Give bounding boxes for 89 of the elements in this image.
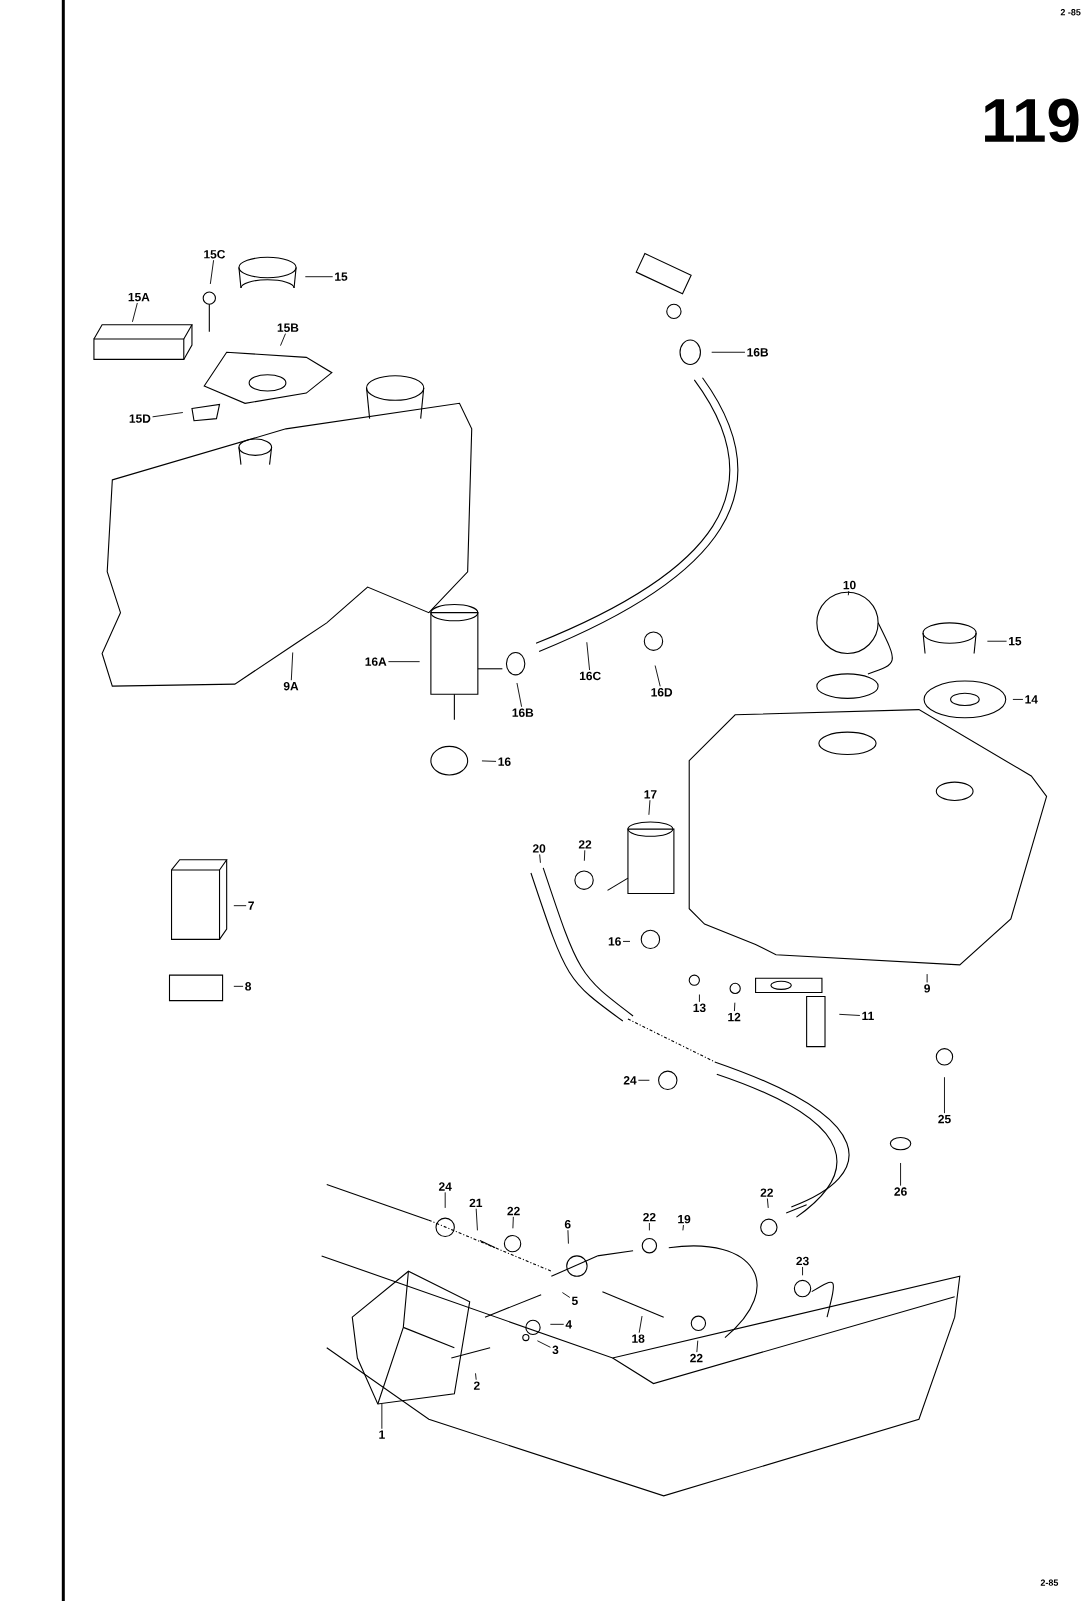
callout-number: 16 <box>608 937 621 946</box>
leader-line <box>516 682 522 708</box>
leader-line <box>838 1013 861 1016</box>
callout-number: 16 <box>498 757 511 766</box>
leader-line <box>622 940 631 942</box>
callout-number: 15D <box>129 414 151 423</box>
callout-number: 9 <box>924 984 930 993</box>
callout-number: 22 <box>642 1212 656 1222</box>
leader-line <box>209 259 214 285</box>
callout-number: 24 <box>438 1182 452 1191</box>
leader-line <box>567 1229 569 1245</box>
leader-line <box>233 985 244 987</box>
leader-line <box>698 994 700 1003</box>
callout-number: 23 <box>796 1256 809 1266</box>
callout-number: 22 <box>578 840 591 849</box>
leader-line <box>131 302 138 323</box>
callout-number: 16B <box>747 348 768 357</box>
edition-label: 2 -85 <box>1060 9 1081 16</box>
callout-number: 25 <box>938 1114 951 1124</box>
leader-line <box>586 641 590 671</box>
callout-number: 15B <box>277 323 299 332</box>
leader-line <box>638 1315 643 1334</box>
leader-line <box>549 1323 564 1325</box>
leader-line <box>290 652 293 681</box>
leader-line <box>648 799 651 816</box>
leader-line <box>387 661 420 663</box>
callout-number: 15 <box>334 272 348 281</box>
callout-number: 26 <box>894 1187 907 1196</box>
callout-number: 15A <box>128 292 150 302</box>
leader-line <box>536 1340 551 1348</box>
leader-line <box>304 276 333 278</box>
callout-number: 16B <box>512 708 533 717</box>
leader-line <box>151 412 184 418</box>
leader-line <box>943 1076 945 1114</box>
leader-line <box>682 1224 684 1231</box>
leader-line <box>926 973 928 983</box>
callout-number: 16A <box>365 657 387 666</box>
callout-number: 21 <box>469 1198 482 1207</box>
callout-number: 6 <box>564 1220 571 1229</box>
callout-number: 9A <box>283 681 299 691</box>
page-number: 119 <box>984 98 1079 143</box>
callout-number: 1 <box>379 1430 385 1439</box>
leader-line <box>233 905 247 907</box>
leader-line <box>733 1002 736 1012</box>
callout-number: 16D <box>651 688 672 697</box>
callout-number: 7 <box>248 901 254 910</box>
leader-line <box>381 1403 383 1430</box>
leader-line <box>637 1079 650 1081</box>
callout-number: 8 <box>244 982 251 991</box>
leader-line <box>766 1198 769 1209</box>
leader-line <box>986 640 1007 642</box>
leader-line <box>696 1340 699 1353</box>
callout-number: 17 <box>644 790 657 799</box>
leader-line <box>801 1266 803 1276</box>
callout-number: 4 <box>565 1320 572 1329</box>
leader-line <box>899 1162 901 1187</box>
callout-number: 15C <box>204 250 225 259</box>
callout-number: 24 <box>623 1076 637 1085</box>
leader-line <box>711 351 746 353</box>
leader-line <box>561 1292 571 1298</box>
callout-number: 18 <box>632 1334 645 1343</box>
callout-number: 14 <box>1025 695 1038 704</box>
leader-line <box>279 333 286 347</box>
leader-line <box>654 665 661 687</box>
callout-number: 19 <box>678 1214 691 1224</box>
callout-number: 22 <box>689 1353 703 1363</box>
callout-number: 15 <box>1008 637 1022 646</box>
callout-number: 10 <box>843 580 856 590</box>
callout-number: 22 <box>760 1188 773 1197</box>
callout-number: 22 <box>507 1206 520 1216</box>
callout-number: 2 <box>473 1381 480 1390</box>
leader-line <box>474 1372 477 1381</box>
leader-line <box>583 849 586 862</box>
callout-number: 13 <box>693 1003 706 1013</box>
edition-label: 2-85 <box>1040 1579 1058 1586</box>
leader-line <box>1012 698 1024 700</box>
callout-number: 5 <box>571 1296 578 1305</box>
leader-line <box>512 1216 514 1229</box>
callout-number: 12 <box>728 1012 741 1022</box>
leader-line <box>475 1208 478 1231</box>
leader-line <box>444 1191 446 1209</box>
callout-number: 11 <box>862 1011 874 1021</box>
callout-number: 3 <box>552 1345 559 1355</box>
callout-number: 20 <box>532 844 546 853</box>
leader-line <box>481 760 497 762</box>
leader-line <box>847 590 850 596</box>
leader-line <box>648 1222 650 1231</box>
callout-number: 16C <box>579 671 601 681</box>
leader-line <box>539 853 541 864</box>
